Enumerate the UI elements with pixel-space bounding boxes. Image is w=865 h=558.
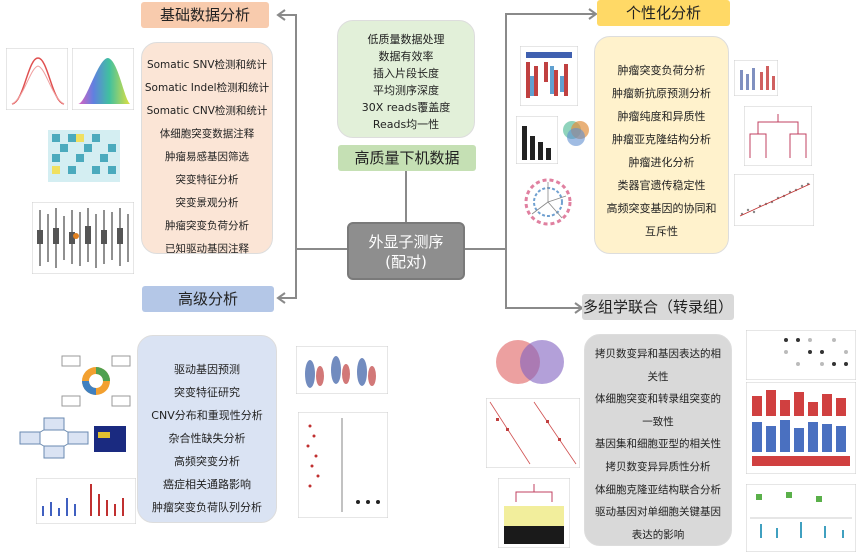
stacked-bar-plot <box>746 382 856 474</box>
density-plot <box>6 48 68 110</box>
multiomics-title: 多组学联合（转录组） <box>582 294 734 320</box>
basic-item: 肿瘤易感基因筛选 <box>165 151 249 163</box>
connector-right-trunk <box>505 14 507 308</box>
qc-item: 低质量数据处理 <box>367 33 445 46</box>
basic-item: Somatic CNV检测和统计 <box>146 105 268 117</box>
multiomics-item: 驱动基因对单细胞关键基因 <box>595 506 721 519</box>
basic-item: 已知驱动基因注释 <box>165 243 249 255</box>
center-title: 外显子测序 <box>368 233 444 251</box>
arrow-advanced-icon <box>276 292 297 304</box>
multiomics-item: 表达的影响 <box>631 528 685 541</box>
boxplot <box>32 202 134 274</box>
advanced-item: CNV分布和重现性分析 <box>151 409 263 422</box>
venn-diagram <box>496 340 564 384</box>
personal-item: 类器官遗传稳定性 <box>617 179 706 192</box>
basic-panel: Somatic SNV检测和统计 Somatic Indel检测和统计 Soma… <box>141 42 273 255</box>
violin-plot <box>734 60 778 96</box>
qc-title: 高质量下机数据 <box>338 145 476 171</box>
personal-title: 个性化分析 <box>597 0 730 26</box>
advanced-title: 高级分析 <box>142 286 274 312</box>
multiomics-item: 体细胞突变和转录组突变的 <box>595 393 721 406</box>
center-subtitle: (配对) <box>385 253 427 271</box>
basic-item: 突变景观分析 <box>175 197 239 209</box>
phylogeny-tree <box>744 106 812 166</box>
multiomics-item: 一致性 <box>642 415 674 428</box>
multiomics-item: 基因集和细胞亚型的相关性 <box>595 438 721 451</box>
arrow-basic-icon <box>276 9 297 21</box>
advanced-item: 杂合性缺失分析 <box>168 432 246 445</box>
density-gradient-plot <box>72 48 134 110</box>
heatmap <box>48 130 120 182</box>
manhattan-plot <box>36 478 136 524</box>
advanced-item: 肿瘤突变负荷队列分析 <box>152 501 262 514</box>
upset-plot <box>298 412 388 518</box>
multiomics-item: 拷贝数变异异质性分析 <box>605 460 711 473</box>
forest-plot <box>296 346 388 394</box>
network-diagram <box>19 417 126 459</box>
advanced-item: 高频突变分析 <box>174 455 240 468</box>
arrow-multiomics-icon <box>505 302 584 314</box>
pathway-diagram <box>61 355 131 407</box>
center-node: 外显子测序 (配对) <box>347 222 465 280</box>
arrow-personal-icon <box>505 8 598 20</box>
personal-panel: 肿瘤突变负荷分析 肿瘤新抗原预测分析 肿瘤纯度和异质性 肿瘤亚克隆结构分析 肿瘤… <box>594 36 729 254</box>
basic-item: 体细胞突变数据注释 <box>159 128 255 140</box>
advanced-item: 驱动基因预测 <box>174 363 240 376</box>
qc-item: Reads均一性 <box>372 118 440 131</box>
multiomics-panel: 拷贝数变异和基因表达的相 关性 体细胞突变和转录组突变的 一致性 基因集和细胞亚… <box>584 334 732 546</box>
advanced-item: 癌症相关通路影响 <box>163 478 251 491</box>
upset-plot <box>746 330 856 380</box>
connector-trunk <box>295 14 297 298</box>
connector-qc <box>405 170 407 222</box>
basic-item: Somatic Indel检测和统计 <box>144 82 270 94</box>
bar-chart <box>516 116 558 164</box>
multiomics-item: 关性 <box>647 370 669 383</box>
qc-item: 30X reads覆盖度 <box>361 101 451 114</box>
advanced-item: 突变特征研究 <box>174 386 240 399</box>
qc-item: 平均测序深度 <box>373 84 439 97</box>
basic-item: Somatic SNV检测和统计 <box>146 59 268 71</box>
personal-item: 肿瘤纯度和异质性 <box>617 110 706 123</box>
heatmap <box>498 478 570 548</box>
personal-item: 肿瘤突变负荷分析 <box>617 64 706 77</box>
qc-item: 数据有效率 <box>378 50 434 63</box>
personal-item: 高频突变基因的协同和 <box>606 202 717 215</box>
basic-title: 基础数据分析 <box>141 2 269 28</box>
personal-item: 肿瘤进化分析 <box>628 156 695 169</box>
heatmap <box>486 398 580 468</box>
cnv-plot <box>746 484 856 552</box>
personal-item: 肿瘤新抗原预测分析 <box>612 87 711 100</box>
mutation-heatmap <box>520 46 578 106</box>
basic-item: 肿瘤突变负荷分析 <box>165 220 249 232</box>
advanced-panel: 驱动基因预测 突变特征研究 CNV分布和重现性分析 杂合性缺失分析 高频突变分析… <box>137 335 277 523</box>
multiomics-item: 拷贝数变异和基因表达的相 <box>595 348 721 360</box>
qc-item: 插入片段长度 <box>373 67 439 80</box>
personal-item: 互斥性 <box>645 225 678 238</box>
connector-center-left <box>295 248 347 250</box>
connector-center-right <box>465 248 507 250</box>
basic-item: 突变特征分析 <box>175 174 239 186</box>
multiomics-item: 体细胞克隆亚结构联合分析 <box>595 483 721 496</box>
circular-tree <box>524 178 572 226</box>
scatter-plot <box>734 174 814 226</box>
personal-item: 肿瘤亚克隆结构分析 <box>612 133 711 146</box>
venn-diagram <box>563 121 589 146</box>
qc-panel: 低质量数据处理 数据有效率 插入片段长度 平均测序深度 30X reads覆盖度… <box>337 20 475 138</box>
